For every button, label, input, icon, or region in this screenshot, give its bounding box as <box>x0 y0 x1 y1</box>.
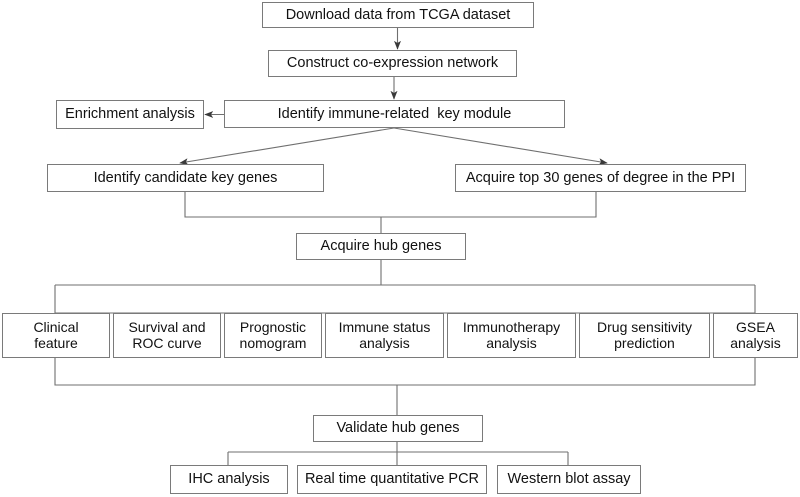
node-identify-module[interactable]: Identify immune-related key module <box>224 100 565 128</box>
node-clinical-feature[interactable]: Clinical feature <box>2 313 110 358</box>
node-gsea-analysis[interactable]: GSEA analysis <box>713 313 798 358</box>
node-survival-roc-curve[interactable]: Survival and ROC curve <box>113 313 221 358</box>
node-acquire-hub-genes[interactable]: Acquire hub genes <box>296 233 466 260</box>
node-immunotherapy-analysis[interactable]: Immunotherapy analysis <box>447 313 576 358</box>
node-validate-hub-genes[interactable]: Validate hub genes <box>313 415 483 442</box>
node-western-blot-assay[interactable]: Western blot assay <box>497 465 641 494</box>
node-construct-network[interactable]: Construct co-expression network <box>268 50 517 77</box>
node-immune-status-analysis[interactable]: Immune status analysis <box>325 313 444 358</box>
node-download-data[interactable]: Download data from TCGA dataset <box>262 2 534 28</box>
edge-analysis-row-bottom-bus <box>54 358 756 386</box>
edge-analysis-bus <box>54 285 756 314</box>
node-rt-qpcr[interactable]: Real time quantitative PCR <box>297 465 487 494</box>
node-identify-candidate[interactable]: Identify candidate key genes <box>47 164 324 192</box>
edge-candidate-bus <box>184 192 597 218</box>
node-ihc-analysis[interactable]: IHC analysis <box>170 465 288 494</box>
node-prognostic-nomogram[interactable]: Prognostic nomogram <box>224 313 322 358</box>
edge-module-to-candidate <box>179 127 395 166</box>
edge-module-to-top30 <box>393 127 608 166</box>
node-drug-sensitivity-prediction[interactable]: Drug sensitivity prediction <box>579 313 710 358</box>
node-enrichment-analysis[interactable]: Enrichment analysis <box>56 100 204 129</box>
node-acquire-top30[interactable]: Acquire top 30 genes of degree in the PP… <box>455 164 746 192</box>
